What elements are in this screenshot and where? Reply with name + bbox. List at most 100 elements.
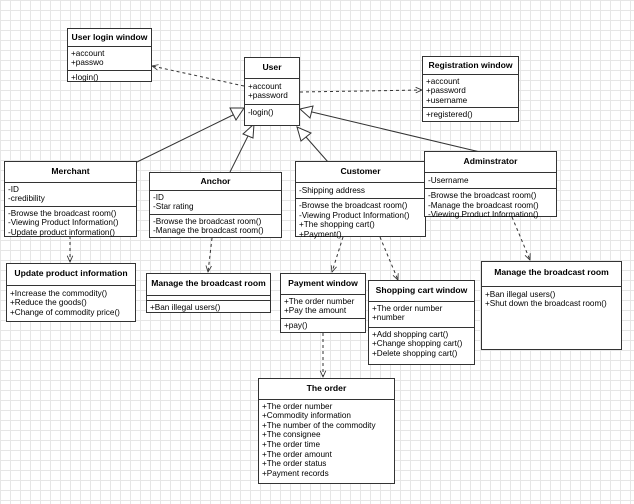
class-manage-broadcast-room-anchor: Manage the broadcast room +Ban illegal u…	[146, 273, 271, 313]
attribute: +The order number	[284, 296, 355, 306]
methods-section: +Add shopping cart() +Change shopping ca…	[369, 328, 474, 361]
class-user-login-window: User login window +account +passwo +logi…	[67, 28, 152, 82]
method: -Update product information()	[8, 227, 115, 237]
class-name: Manage the broadcast room	[482, 262, 621, 287]
class-name: Manage the broadcast room	[147, 274, 270, 296]
method: +pay()	[284, 320, 308, 330]
methods-section: -Browse the broadcast room() -Viewing Pr…	[296, 199, 425, 241]
attribute: +passwo	[71, 58, 104, 68]
attribute: +Shut down the broadcast room()	[485, 299, 607, 309]
attribute: +Reduce the goods()	[10, 298, 87, 308]
method: +Ban illegal users()	[150, 302, 221, 312]
attributes-section: +The order number +Commodity information…	[259, 400, 394, 481]
method: -Browse the broadcast room()	[428, 191, 537, 201]
attribute: +Payment records	[262, 468, 329, 478]
generalization-adminstrator-to-user	[311, 111, 481, 153]
attribute: +account	[248, 81, 282, 91]
method: -Browse the broadcast room()	[8, 208, 117, 218]
method: +The shopping cart()	[299, 220, 375, 230]
method: -Browse the broadcast room()	[153, 216, 262, 226]
class-merchant: Merchant -ID -credibility -Browse the br…	[4, 161, 137, 237]
class-user: User +account +password -login()	[244, 57, 300, 126]
class-name: Adminstrator	[425, 152, 556, 173]
attribute: +number	[372, 313, 405, 323]
class-name: Merchant	[5, 162, 136, 183]
attribute: -Username	[428, 175, 469, 185]
attributes-section: +account +passwo	[68, 47, 151, 71]
method: -Viewing Product Information()	[428, 210, 539, 220]
dependency-user-to-registration-window	[299, 90, 422, 92]
method: +Change shopping cart()	[372, 339, 463, 349]
method: -Manage the broadcast room()	[153, 226, 264, 236]
attribute: +account	[426, 76, 460, 86]
dependency-customer-to-shopping-cart	[379, 236, 398, 280]
methods-section: +login()	[68, 71, 151, 85]
generalization-anchor-to-user	[229, 135, 249, 173]
attribute: +Change of commodity price()	[10, 307, 120, 317]
method: -Browse the broadcast room()	[299, 201, 408, 211]
method: +login()	[71, 72, 99, 82]
method: -Viewing Product Information()	[8, 218, 119, 228]
class-the-order: The order +The order number +Commodity i…	[258, 378, 395, 484]
methods-section: -Browse the broadcast room() -Viewing Pr…	[5, 207, 136, 240]
method: +Add shopping cart()	[372, 329, 449, 339]
class-manage-broadcast-room-admin: Manage the broadcast room +Ban illegal u…	[481, 261, 622, 350]
attribute: +Pay the amount	[284, 306, 347, 316]
method: -Manage the broadcast room()	[428, 200, 539, 210]
dependency-user-to-login-window	[152, 66, 245, 87]
generalization-merchant-to-user	[136, 113, 236, 163]
methods-section: -Browse the broadcast room() -Manage the…	[425, 189, 556, 222]
generalization-customer-to-user	[305, 136, 329, 163]
attributes-section	[147, 296, 270, 301]
class-update-product-information: Update product information +Increase the…	[6, 263, 136, 322]
class-name: Payment window	[281, 274, 365, 295]
method: -Viewing Product Information()	[299, 210, 410, 220]
dependency-anchor-to-manage-room	[208, 237, 213, 272]
class-name: Customer	[296, 162, 425, 183]
generalization-triangle-anchor	[242, 122, 255, 139]
attributes-section: +The order number +Pay the amount	[281, 295, 365, 319]
class-name: User	[245, 58, 299, 79]
attribute: +The order number	[262, 401, 333, 411]
class-adminstrator: Adminstrator -Username -Browse the broad…	[424, 151, 557, 219]
class-name: Anchor	[150, 173, 281, 191]
class-name: Update product information	[7, 264, 135, 286]
method: -login()	[248, 107, 274, 117]
dependency-adminstrator-to-manage-room	[511, 216, 530, 260]
attribute: +The consignee	[262, 430, 321, 440]
attribute: +password	[426, 86, 466, 96]
attribute: -Shipping address	[299, 185, 365, 195]
attribute: +password	[248, 91, 288, 101]
method: +registered()	[426, 110, 473, 120]
attribute: +The order number	[372, 303, 443, 313]
attribute: +The number of the commodity	[262, 420, 376, 430]
attributes-section: -Shipping address	[296, 183, 425, 200]
attributes-section: -ID -Star rating	[150, 191, 281, 215]
attributes-section: +account +password	[245, 79, 299, 105]
attribute: +Commodity information	[262, 411, 351, 421]
class-name: User login window	[68, 29, 151, 47]
attributes-section: +Ban illegal users() +Shut down the broa…	[482, 287, 621, 311]
attribute: +account	[71, 48, 105, 58]
attributes-section: +account +password +username	[423, 75, 518, 109]
class-name: Registration window	[423, 57, 518, 75]
attribute: +username	[426, 95, 468, 105]
generalization-triangle-adminstrator	[298, 105, 314, 119]
class-name: Shopping cart window	[369, 281, 474, 302]
class-shopping-cart-window: Shopping cart window +The order number +…	[368, 280, 475, 365]
attribute: +The order amount	[262, 449, 332, 459]
methods-section: -Browse the broadcast room() -Manage the…	[150, 215, 281, 238]
attribute: +Increase the commodity()	[10, 288, 108, 298]
attributes-section: +Increase the commodity() +Reduce the go…	[7, 286, 135, 320]
methods-section: +Ban illegal users()	[147, 301, 270, 315]
class-customer: Customer -Shipping address -Browse the b…	[295, 161, 426, 239]
methods-section: -login()	[245, 105, 299, 120]
method: +Delete shopping cart()	[372, 348, 458, 358]
class-anchor: Anchor -ID -Star rating -Browse the broa…	[149, 172, 282, 238]
dependency-customer-to-payment-window	[332, 236, 344, 272]
methods-section: +registered()	[423, 108, 518, 122]
attribute: +The order time	[262, 439, 321, 449]
attribute: -Star rating	[153, 202, 194, 212]
attribute: +Ban illegal users()	[485, 289, 556, 299]
